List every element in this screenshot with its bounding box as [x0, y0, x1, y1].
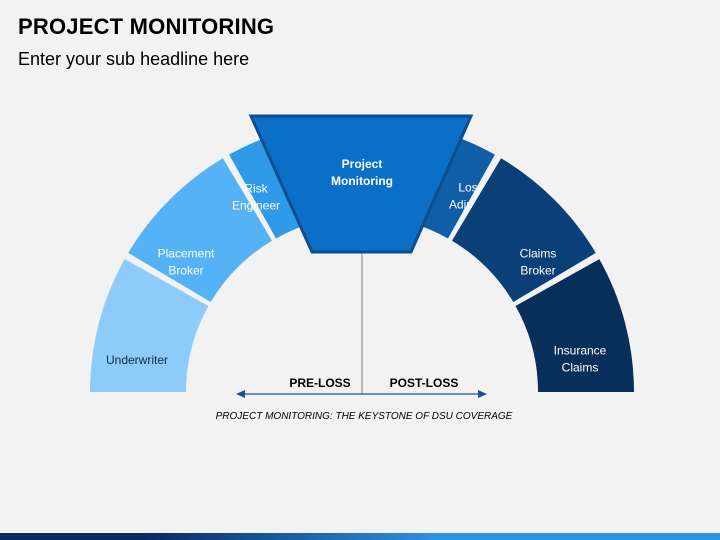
segment-placement-broker	[128, 158, 273, 303]
footer-bar	[0, 533, 720, 540]
segment-insurance-claims	[515, 259, 634, 392]
segment-label-risk-engineer: Risk	[244, 182, 268, 196]
center-label-line2: Monitoring	[331, 174, 393, 188]
arrow-right-head	[478, 390, 487, 398]
center-label-line1: Project	[342, 157, 383, 171]
segment-label-placement-broker: Broker	[168, 264, 203, 278]
post-loss-label: POST-LOSS	[390, 376, 459, 390]
segment-label-claims-broker: Claims	[520, 247, 557, 261]
segment-underwriter	[90, 259, 209, 392]
segment-label-underwriter: Underwriter	[106, 353, 168, 367]
segment-label-insurance-claims: Insurance	[554, 344, 607, 358]
arrow-left-head	[236, 390, 245, 398]
segment-label-placement-broker: Placement	[158, 247, 215, 261]
pre-loss-label: PRE-LOSS	[289, 376, 350, 390]
segment-label-loss-adjuster: Loss	[458, 181, 483, 195]
center-keystone-shape	[248, 114, 474, 254]
page-subtitle: Enter your sub headline here	[18, 49, 250, 69]
segment-claims-broker	[451, 158, 596, 303]
segment-label-risk-engineer: Engineer	[232, 199, 280, 213]
page-title: PROJECT MONITORING	[18, 14, 275, 39]
diagram-caption: PROJECT MONITORING: THE KEYSTONE OF DSU …	[216, 411, 513, 422]
segment-label-insurance-claims: Claims	[562, 361, 599, 375]
segment-label-claims-broker: Broker	[520, 264, 555, 278]
